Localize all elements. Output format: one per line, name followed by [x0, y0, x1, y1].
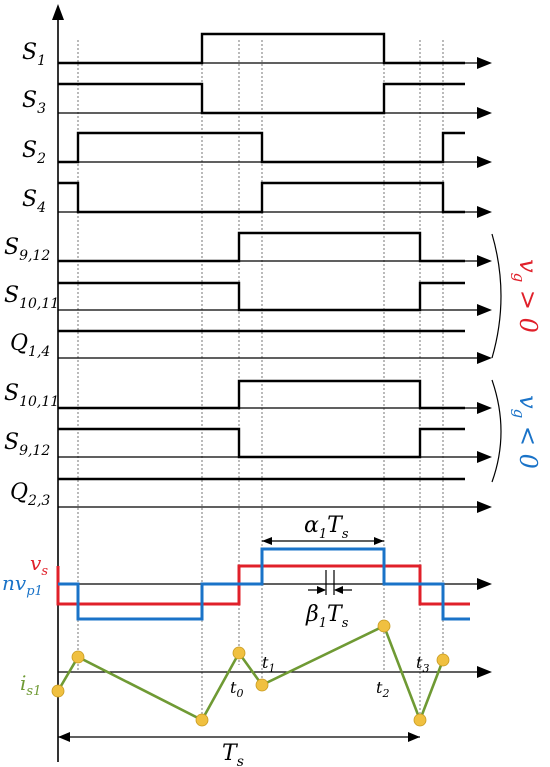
arrow-s912b: [477, 451, 492, 463]
marker-point: [71, 650, 85, 664]
condition-vg-negative: vg < 0: [510, 395, 542, 469]
arrow-q23: [477, 501, 492, 513]
waveform-nvp1: [58, 547, 470, 621]
period-dimension: Ts: [58, 732, 420, 767]
label-is1: is1: [20, 671, 41, 699]
label-s2: S2: [22, 138, 46, 167]
beta-arrow-left: [317, 586, 326, 594]
beta-dimension: β1Ts: [305, 570, 352, 631]
brace-negative: [491, 379, 502, 483]
waveform-s4: [58, 181, 465, 214]
alpha-dimension: α1Ts: [262, 513, 384, 545]
label-s3: S3: [22, 88, 46, 117]
marker-point: [51, 684, 65, 698]
waveform-s2: [58, 131, 465, 164]
arrow-s1011a: [477, 304, 492, 316]
marker-point: [232, 646, 246, 660]
beta-arrow-right: [334, 586, 343, 594]
marker-point: [377, 619, 391, 633]
waveform-s3: [58, 82, 465, 115]
label-t2: t2: [376, 678, 389, 700]
label-s1: S1: [22, 40, 46, 69]
arrow-s912a: [477, 255, 492, 267]
marker-point: [436, 653, 450, 667]
label-alpha: α1Ts: [304, 513, 349, 542]
label-nvp1: nvp1: [2, 571, 43, 599]
arrow-s4: [477, 206, 492, 218]
waveform-s1011b: [58, 379, 465, 410]
alpha-arrow-left: [262, 537, 272, 545]
label-t0: t0: [230, 678, 243, 700]
vertical-axis-arrow: [52, 4, 64, 20]
arrow-q14: [477, 352, 492, 364]
waveform-s912b: [58, 427, 465, 459]
label-q23: Q2,3: [10, 480, 50, 509]
arrow-s1011b: [477, 402, 492, 414]
waveform-s1011a: [58, 281, 465, 312]
alpha-arrow-right: [374, 537, 384, 545]
label-q14: Q1,4: [10, 331, 50, 360]
signal-labels: S1 S3 S2 S4 S9,12 S10,11 Q1,4 S10,11 S9,…: [4, 40, 59, 509]
current-markers: [51, 619, 450, 727]
arrow-vs: [477, 578, 492, 590]
label-t3: t3: [416, 653, 429, 675]
arrow-s1: [477, 57, 492, 69]
label-vs: vs: [30, 551, 48, 579]
arrow-s3: [477, 107, 492, 119]
period-arrow-right: [408, 732, 420, 742]
marker-point: [413, 713, 427, 727]
label-period: Ts: [222, 741, 244, 767]
arrow-s2: [477, 156, 492, 168]
waveform-s912a: [58, 231, 465, 263]
waveform-s1: [58, 32, 465, 65]
label-s4: S4: [22, 187, 46, 216]
switching-waveforms: [58, 32, 465, 481]
marker-point: [255, 678, 269, 692]
waveform-is1: [56, 624, 445, 724]
label-beta: β1Ts: [305, 602, 349, 631]
label-s1011b: S10,11: [4, 381, 59, 410]
label-t1: t1: [262, 653, 275, 675]
label-s912b: S9,12: [4, 430, 50, 459]
marker-point: [195, 713, 209, 727]
label-s1011a: S10,11: [4, 283, 59, 312]
brace-positive: [491, 233, 502, 359]
condition-vg-positive: vg > 0: [510, 259, 542, 333]
label-s912a: S9,12: [4, 235, 50, 264]
period-arrow-left: [58, 732, 70, 742]
arrow-is: [477, 666, 492, 678]
